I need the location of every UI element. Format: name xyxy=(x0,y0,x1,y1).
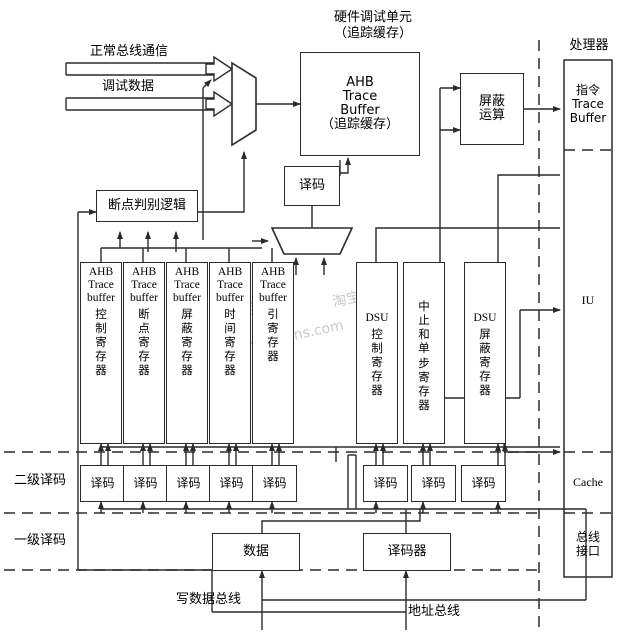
decode-cell-4[interactable]: 译码 xyxy=(252,465,297,502)
processor-segment-instruction-trace-buffer: 指令 Trace Buffer xyxy=(569,83,607,125)
register-latin-1: AHB Trace buffer xyxy=(130,266,158,304)
register-latin-4: AHB Trace buffer xyxy=(259,266,287,304)
register-box-1[interactable]: AHB Trace buffer 断点寄存器 xyxy=(123,262,165,444)
label-first-level-decode: 一级译码 xyxy=(14,533,67,548)
register-latin-2: AHB Trace buffer xyxy=(173,266,201,304)
register-latin-5: DSU xyxy=(365,312,389,325)
data-block[interactable]: 数据 xyxy=(212,533,300,571)
register-cjk-0: 控制寄存器 xyxy=(95,306,107,377)
register-box-7[interactable]: DSU 屏蔽寄存器 xyxy=(464,262,506,444)
register-latin-3: AHB Trace buffer xyxy=(216,266,244,304)
register-box-4[interactable]: AHB Trace buffer 引寄存器 xyxy=(252,262,294,444)
register-cjk-4: 引寄存器 xyxy=(267,306,279,363)
processor-segment-cache: Cache xyxy=(573,474,603,489)
decode-cell-3[interactable]: 译码 xyxy=(209,465,254,502)
decode-cell-1[interactable]: 译码 xyxy=(123,465,168,502)
decode-cell-0[interactable]: 译码 xyxy=(80,465,125,502)
register-cjk-1: 断点寄存器 xyxy=(138,306,150,377)
decode-mid-block[interactable]: 译码 xyxy=(284,166,340,206)
register-box-2[interactable]: AHB Trace buffer 屏蔽寄存器 xyxy=(166,262,208,444)
register-cjk-2: 屏蔽寄存器 xyxy=(181,306,193,377)
register-latin-0: AHB Trace buffer xyxy=(87,266,115,304)
decoder-block[interactable]: 译码器 xyxy=(363,533,451,571)
decode-cell-2[interactable]: 译码 xyxy=(166,465,211,502)
breakpoint-logic-block[interactable]: 断点判别逻辑 xyxy=(96,190,198,222)
decode-cell-7[interactable]: 译码 xyxy=(461,465,506,502)
processor-segment-bus-interface: 总线 接口 xyxy=(575,530,600,558)
register-cjk-7: 屏蔽寄存器 xyxy=(479,326,491,397)
decode-cell-6[interactable]: 译码 xyxy=(411,465,456,502)
register-box-5[interactable]: DSU 控制寄存器 xyxy=(356,262,398,444)
register-box-6[interactable]: 中止和单步寄存器 xyxy=(403,262,445,444)
label-debug-data: 调试数据 xyxy=(102,79,155,94)
register-cjk-3: 时间寄存器 xyxy=(224,306,236,377)
register-box-3[interactable]: AHB Trace buffer 时间寄存器 xyxy=(209,262,251,444)
label-normal-bus: 正常总线通信 xyxy=(90,44,169,59)
processor-title: 处理器 xyxy=(569,38,609,53)
register-cjk-5: 控制寄存器 xyxy=(371,326,383,397)
label-second-level-decode: 二级译码 xyxy=(14,473,67,488)
ahb-trace-buffer-block[interactable]: AHB Trace Buffer （追踪缓存） xyxy=(300,52,420,156)
mask-operation-block[interactable]: 屏蔽 运算 xyxy=(460,73,524,145)
register-latin-7: DSU xyxy=(473,312,497,325)
diagram-title: 硬件调试单元 （追踪缓存） xyxy=(333,10,412,41)
label-address-bus: 地址总线 xyxy=(408,604,461,619)
register-cjk-6: 中止和单步寄存器 xyxy=(418,299,430,412)
processor-segment-iu: IU xyxy=(581,293,595,308)
register-box-0[interactable]: AHB Trace buffer 控制寄存器 xyxy=(80,262,122,444)
decode-cell-5[interactable]: 译码 xyxy=(363,465,408,502)
label-write-data-bus: 写数据总线 xyxy=(176,592,242,607)
